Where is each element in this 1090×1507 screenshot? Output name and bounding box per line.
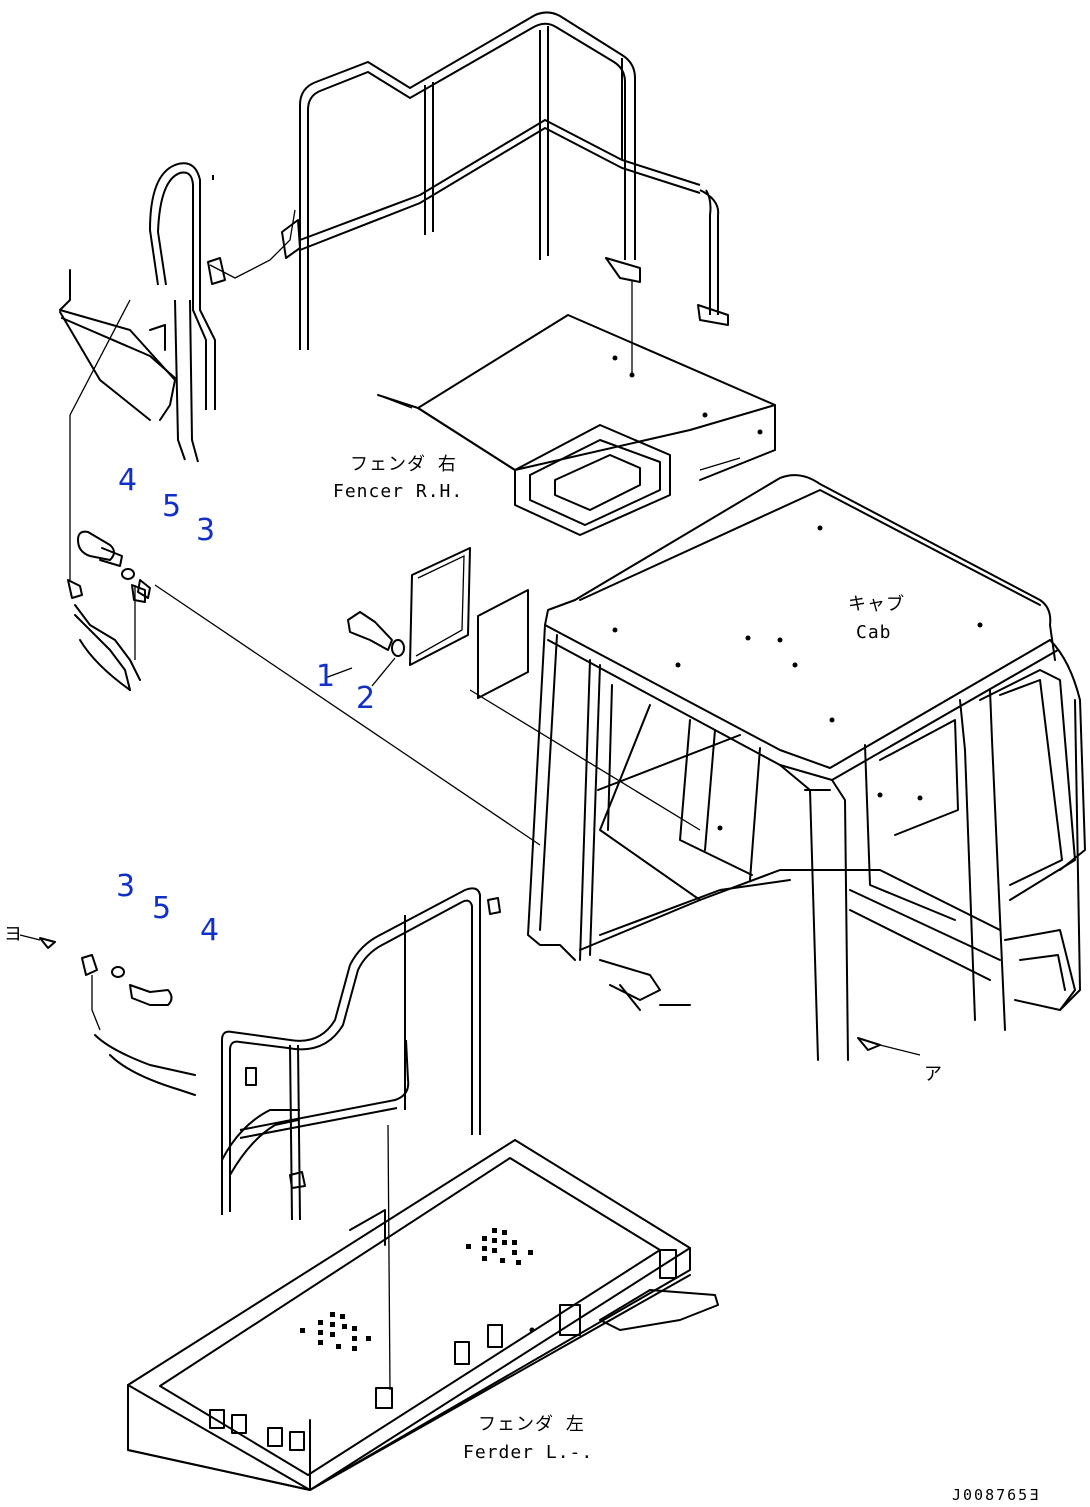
fender-rh [377,314,776,536]
label-fender-lh-jp: フェンダ 左 [478,1414,585,1435]
label-fender-lh-en: Ferder L.-. [463,1442,593,1463]
upper-left-handhold [59,162,301,463]
view-arrow-a [857,1037,921,1056]
label-fender-rh-jp: フェンダ 右 [350,454,457,475]
view-ref-a: ア [924,1064,942,1085]
callout-upper-3: 3 [196,513,215,548]
hole-pattern-upper [466,1228,533,1265]
fender-lh [127,1139,719,1491]
callout-2: 2 [356,681,375,716]
upper-fasteners [77,530,151,599]
label-fender-rh-en: Fencer R.H. [333,481,463,502]
lower-fasteners [19,934,196,1096]
callout-upper-4: 4 [118,463,137,498]
callout-lower-4: 4 [200,913,219,948]
callout-1: 1 [316,659,335,694]
label-cab-en: Cab [856,622,892,643]
view-ref-b: ヨ [4,924,22,945]
callout-upper-5: 5 [162,489,181,524]
callout-lower-5: 5 [152,891,171,926]
upper-handrail [299,11,729,378]
hole-pattern-lower [300,1312,371,1351]
mid-panels [69,299,529,699]
callout-lower-3: 3 [116,869,135,904]
lower-handrail [221,887,501,1391]
label-cab-jp: キャブ [848,593,905,615]
upper-left-bracket [67,415,541,846]
drawing-code: J008765Ǝ [952,1486,1040,1504]
cab [469,474,1086,1061]
